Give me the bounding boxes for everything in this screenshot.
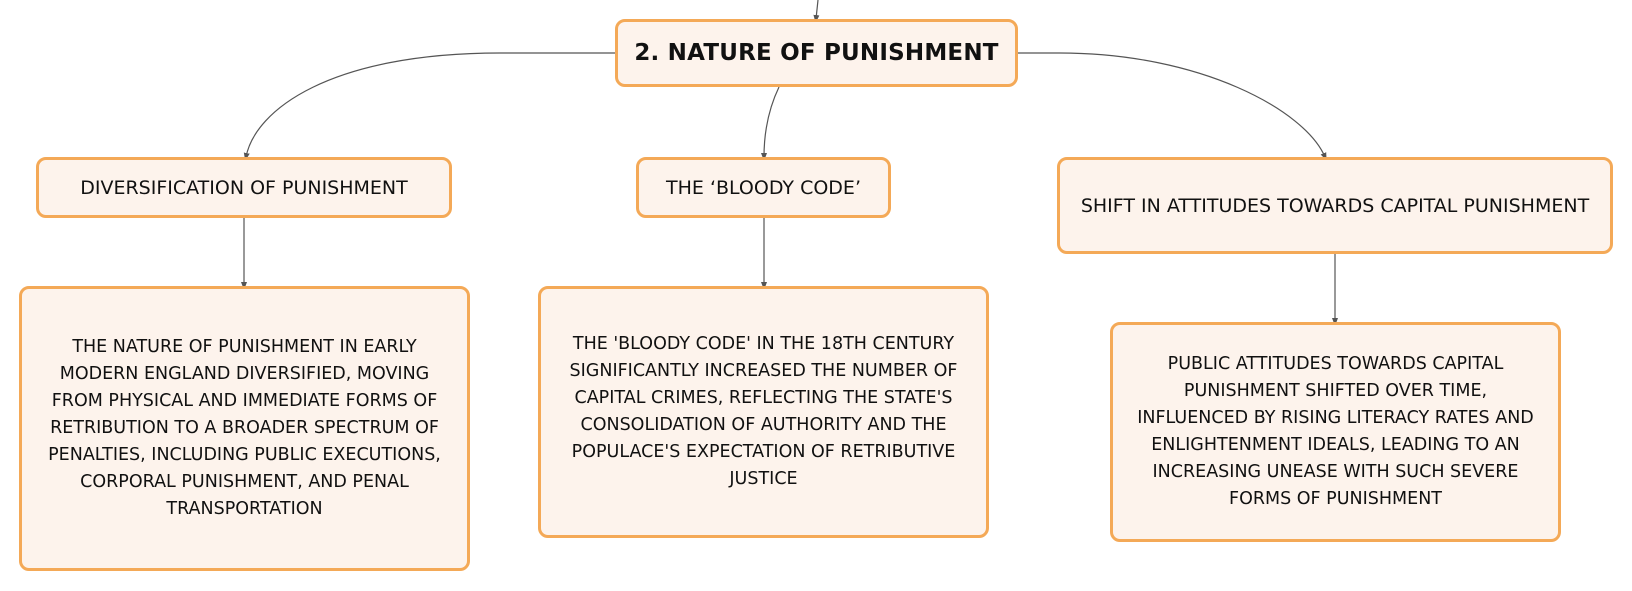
topic-label-shift-in-attitudes: SHIFT IN ATTITUDES TOWARDS CAPITAL PUNIS… — [1080, 194, 1590, 217]
detail-text-diversification: THE NATURE OF PUNISHMENT IN EARLY MODERN… — [48, 337, 441, 519]
connector-root-to-shift — [1018, 52, 1327, 161]
detail-text-bloody-code: THE 'BLOODY CODE' IN THE 18TH CENTURY SI… — [569, 334, 958, 489]
root-topic-node[interactable]: 2. NATURE OF PUNISHMENT — [615, 19, 1018, 87]
detail-text-shift-in-attitudes: PUBLIC ATTITUDES TOWARDS CAPITAL PUNISHM… — [1137, 354, 1534, 509]
topic-label-bloody-code: THE ‘BLOODY CODE’ — [666, 176, 861, 199]
root-topic-label: 2. NATURE OF PUNISHMENT — [634, 40, 999, 66]
detail-node-bloody-code[interactable]: THE 'BLOODY CODE' IN THE 18TH CENTURY SI… — [538, 286, 989, 538]
topic-node-bloody-code[interactable]: THE ‘BLOODY CODE’ — [636, 157, 891, 218]
connector-root-to-diversification — [243, 52, 615, 161]
connector-parent-to-root — [813, 0, 820, 23]
connector-root-to-bloody-code — [761, 86, 780, 161]
topic-node-diversification[interactable]: DIVERSIFICATION OF PUNISHMENT — [36, 157, 452, 218]
topic-node-shift-in-attitudes[interactable]: SHIFT IN ATTITUDES TOWARDS CAPITAL PUNIS… — [1057, 157, 1613, 254]
detail-node-shift-in-attitudes[interactable]: PUBLIC ATTITUDES TOWARDS CAPITAL PUNISHM… — [1110, 322, 1561, 542]
topic-label-diversification: DIVERSIFICATION OF PUNISHMENT — [80, 176, 408, 199]
detail-node-diversification[interactable]: THE NATURE OF PUNISHMENT IN EARLY MODERN… — [19, 286, 470, 571]
